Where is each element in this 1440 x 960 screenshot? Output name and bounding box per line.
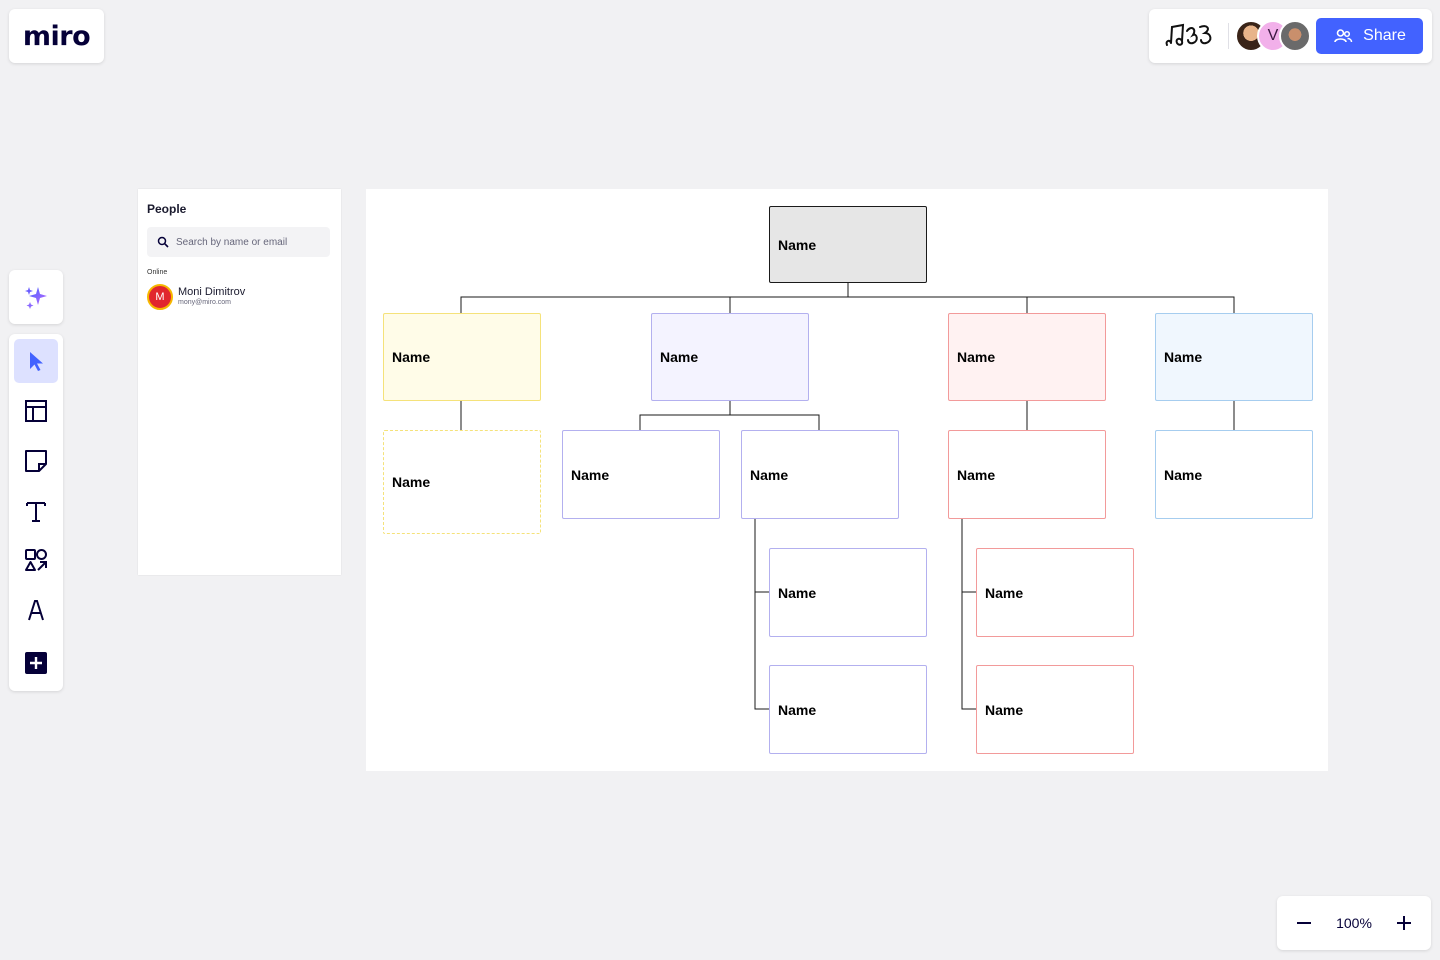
shapes-tool[interactable] [14, 538, 58, 582]
plus-icon [1397, 916, 1411, 930]
connector-line [754, 519, 769, 710]
org-node[interactable]: Name [383, 430, 541, 534]
ai-button[interactable] [14, 275, 58, 319]
add-icon [25, 652, 47, 674]
org-node[interactable]: Name [383, 313, 541, 401]
user-name: Moni Dimitrov [178, 286, 246, 298]
zoom-level[interactable]: 100% [1336, 915, 1372, 931]
org-node[interactable]: Name [1155, 430, 1313, 519]
connector-line [961, 519, 976, 710]
org-node[interactable]: Name [976, 665, 1134, 754]
collaborator-avatars[interactable]: V [1235, 20, 1313, 52]
top-right-panel: V Share [1149, 9, 1432, 63]
add-tool[interactable] [14, 641, 58, 685]
board-logo-icon[interactable] [1163, 21, 1215, 51]
node-label: Name [571, 466, 610, 483]
org-node[interactable]: Name [741, 430, 899, 519]
shapes-icon [25, 549, 47, 571]
share-button[interactable]: Share [1316, 18, 1423, 54]
zoom-out-button[interactable] [1290, 909, 1318, 937]
board-frame[interactable]: Name Name Name Name Name Name Name Name … [366, 189, 1328, 771]
node-label: Name [778, 236, 817, 253]
org-node[interactable]: Name [651, 313, 809, 401]
avatar-initial: V [1267, 27, 1279, 44]
select-cursor-icon [30, 352, 43, 371]
node-label: Name [778, 584, 817, 601]
node-label: Name [750, 466, 789, 483]
connector-line [460, 283, 1235, 313]
search-input[interactable] [176, 236, 326, 248]
select-tool[interactable] [14, 339, 58, 383]
org-node[interactable]: Name [948, 430, 1106, 519]
avatar[interactable] [1279, 20, 1311, 52]
node-label: Name [957, 466, 996, 483]
divider [1228, 23, 1229, 49]
node-label: Name [778, 701, 817, 718]
node-label: Name [1164, 349, 1203, 365]
people-title: People [147, 202, 187, 216]
people-search[interactable] [147, 227, 330, 257]
ai-sparkle-icon [25, 287, 47, 309]
org-node[interactable]: Name [948, 313, 1106, 401]
pen-tool[interactable] [14, 588, 58, 632]
org-node[interactable]: Name [976, 548, 1134, 637]
user-email: mony@miro.com [178, 299, 232, 306]
users-icon [1334, 29, 1353, 43]
node-label: Name [392, 474, 431, 490]
templates-tool[interactable] [14, 389, 58, 433]
text-tool[interactable] [14, 489, 58, 533]
org-node[interactable]: Name [562, 430, 720, 519]
minus-icon [1297, 922, 1311, 924]
org-node[interactable]: Name [769, 548, 927, 637]
node-label: Name [660, 349, 699, 365]
people-panel: People Online M Moni Dimitrov mony@miro.… [138, 189, 341, 575]
node-label: Name [1164, 466, 1203, 483]
sticky-note-icon [25, 450, 47, 472]
templates-icon [25, 400, 47, 422]
zoom-in-button[interactable] [1390, 909, 1418, 937]
node-label: Name [392, 349, 431, 365]
online-label: Online [147, 269, 168, 276]
share-label: Share [1363, 27, 1406, 44]
text-icon [26, 502, 46, 522]
org-node[interactable]: Name [1155, 313, 1313, 401]
miro-logo[interactable]: miro [9, 9, 104, 63]
main-toolbar [9, 334, 63, 691]
connector-line [639, 401, 820, 430]
node-label: Name [985, 584, 1024, 601]
logo-text: miro [22, 20, 91, 52]
user-list-item[interactable]: M Moni Dimitrov mony@miro.com [147, 284, 332, 310]
sticky-note-tool[interactable] [14, 439, 58, 483]
org-node[interactable]: Name [769, 665, 927, 754]
search-icon [157, 236, 169, 248]
zoom-control: 100% [1277, 896, 1431, 950]
ai-assist-panel [9, 270, 63, 324]
connector-lines [460, 283, 1235, 710]
pen-icon [28, 600, 44, 621]
avatar-initial: M [155, 291, 165, 303]
org-node-root[interactable]: Name [769, 206, 927, 283]
node-label: Name [985, 701, 1024, 718]
avatar: M [147, 284, 173, 310]
node-label: Name [957, 349, 996, 365]
